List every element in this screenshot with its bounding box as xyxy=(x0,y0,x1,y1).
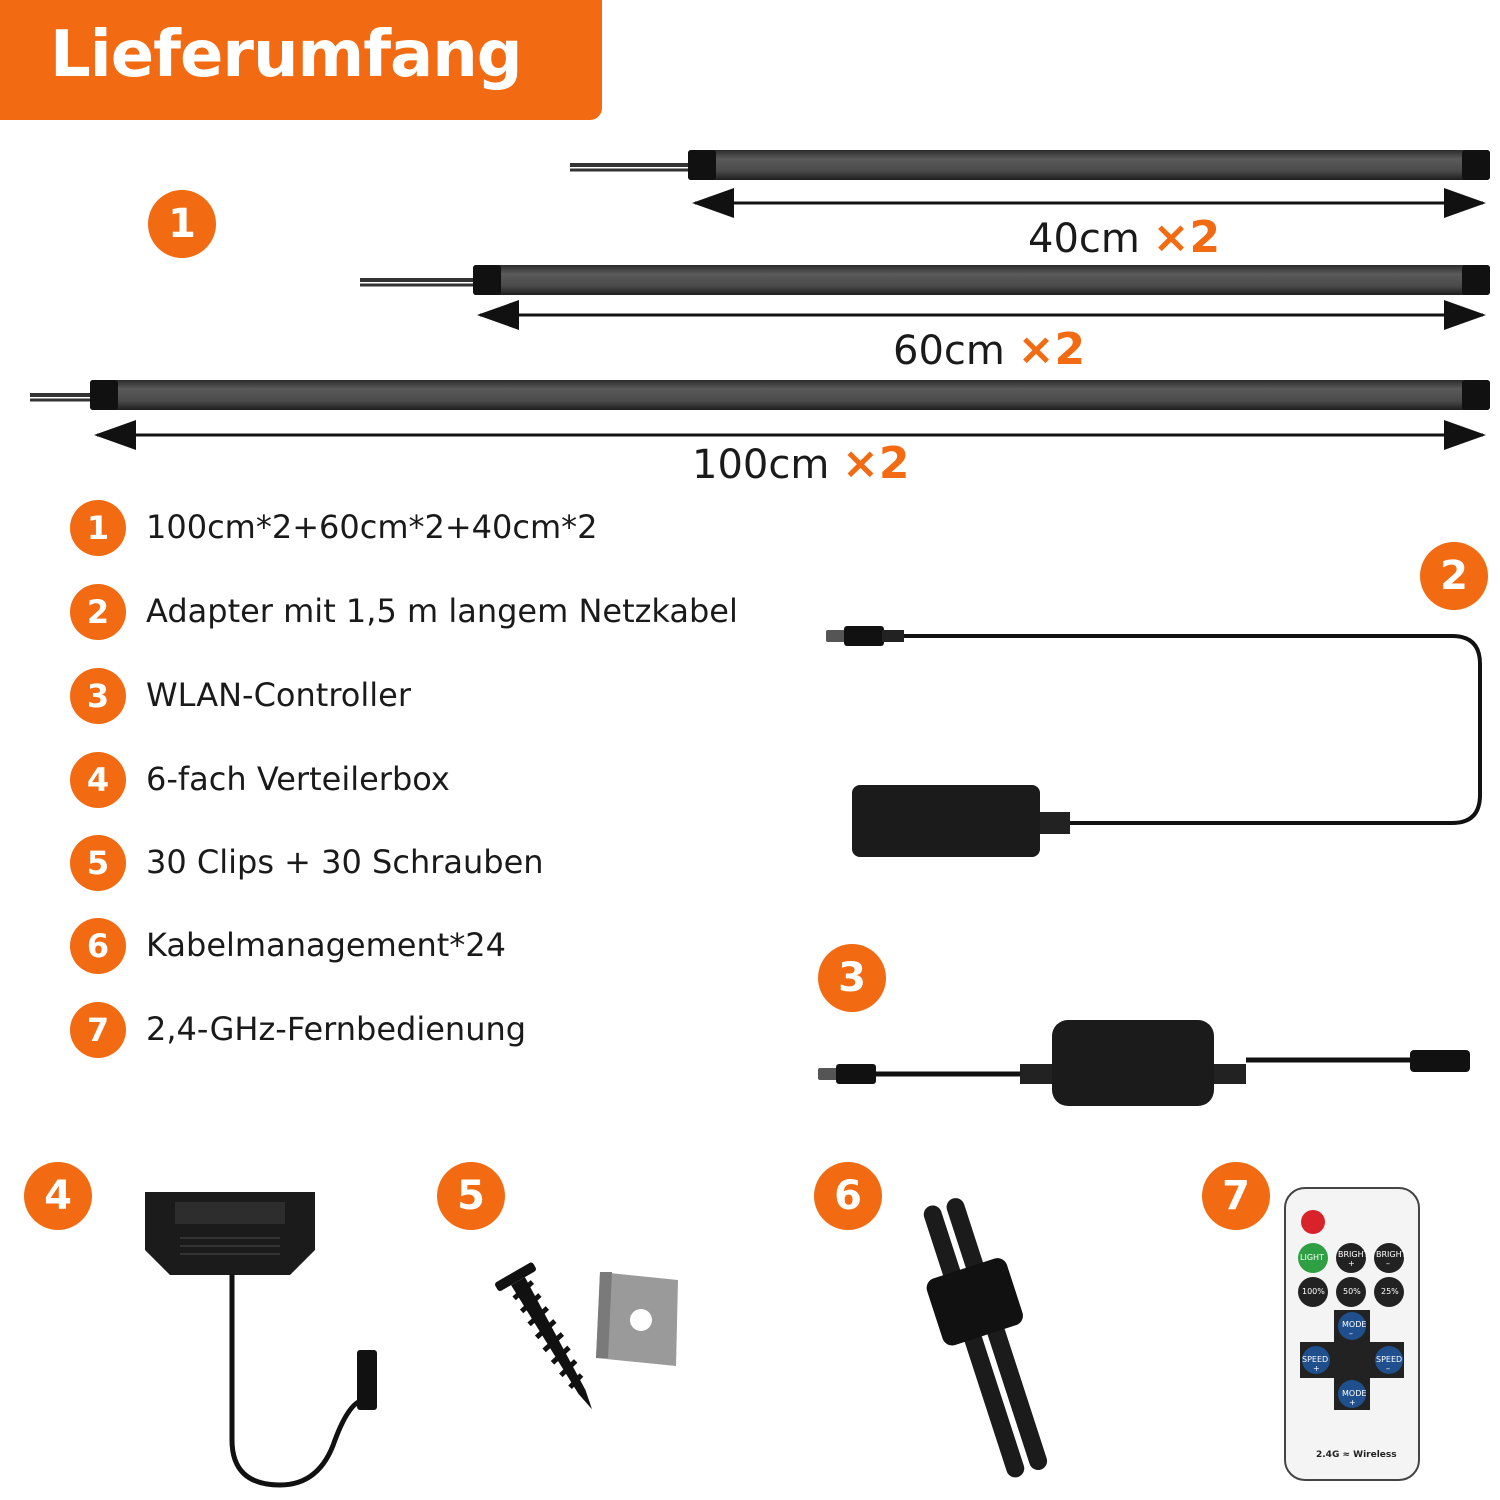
remote-button-mode-up: MODE xyxy=(1342,1320,1367,1329)
remote-button-bright-down: BRIGHT xyxy=(1376,1250,1407,1259)
list-item: 2 Adapter mit 1,5 m langem Netzkabel xyxy=(70,584,830,640)
list-item-number: 7 xyxy=(70,1002,126,1058)
dimension-multiplier: ×2 xyxy=(842,438,910,489)
header-banner: Lieferumfang xyxy=(0,0,602,120)
wlan-controller-illustration xyxy=(818,1020,1470,1106)
list-item: 6 Kabelmanagement*24 xyxy=(70,918,830,974)
dimension-multiplier: ×2 xyxy=(1017,324,1086,375)
list-item-number: 4 xyxy=(70,752,126,808)
remote-button-100: 100% xyxy=(1302,1287,1325,1296)
dimension-40cm: 40cm ×2 xyxy=(1028,212,1220,263)
list-item-number: 2 xyxy=(70,584,126,640)
list-item: 5 30 Clips + 30 Schrauben xyxy=(70,835,830,891)
remote-button-bright-up-sign: + xyxy=(1348,1259,1355,1268)
dimension-multiplier: ×2 xyxy=(1152,212,1221,263)
list-item-label: 30 Clips + 30 Schrauben xyxy=(146,843,544,881)
dimension-length: 100cm xyxy=(692,442,830,488)
remote-button-speed-left-sign: + xyxy=(1313,1364,1320,1373)
list-item-number: 6 xyxy=(70,918,126,974)
list-item-label: Kabelmanagement*24 xyxy=(146,926,506,964)
remote-button-bright-up: BRIGHT xyxy=(1338,1250,1369,1259)
screw-clip-illustration xyxy=(495,1262,678,1410)
list-item-label: Adapter mit 1,5 m langem Netzkabel xyxy=(146,592,738,630)
remote-footer-band: 2.4G xyxy=(1316,1450,1340,1460)
list-item-label: 6-fach Verteilerbox xyxy=(146,760,450,798)
remote-button-speed-left: SPEED xyxy=(1302,1355,1329,1364)
badge-bars: 1 xyxy=(148,190,216,258)
dimension-length: 60cm xyxy=(893,328,1005,374)
badge-wlan-controller: 3 xyxy=(818,944,886,1012)
remote-button-mode-up-sign: – xyxy=(1349,1329,1353,1338)
badge-adapter: 2 xyxy=(1420,542,1488,610)
dimension-length: 40cm xyxy=(1028,216,1140,262)
list-item: 7 2,4-GHz-Fernbedienung xyxy=(70,1002,830,1058)
list-item-label: 100cm*2+60cm*2+40cm*2 xyxy=(146,508,598,546)
list-item: 3 WLAN-Controller xyxy=(70,668,830,724)
remote-button-50: 50% xyxy=(1343,1287,1361,1296)
list-item: 4 6-fach Verteilerbox xyxy=(70,752,830,808)
remote-button-mode-down-sign: + xyxy=(1349,1398,1356,1407)
badge-remote: 7 xyxy=(1202,1162,1270,1230)
list-item: 1 100cm*2+60cm*2+40cm*2 xyxy=(70,500,830,556)
remote-button-25: 25% xyxy=(1381,1287,1399,1296)
list-item-label: WLAN-Controller xyxy=(146,676,411,714)
light-bar-100cm xyxy=(30,380,1490,450)
badge-cable-management: 6 xyxy=(814,1162,882,1230)
remote-button-bright-down-sign: – xyxy=(1386,1259,1390,1268)
wireless-icon: ≈ xyxy=(1342,1450,1351,1460)
remote-button-light: LIGHT xyxy=(1300,1253,1324,1262)
remote-footer: 2.4G ≈ Wireless xyxy=(1316,1450,1397,1460)
light-bar-40cm xyxy=(570,150,1490,218)
remote-button-speed-right: SPEED xyxy=(1376,1355,1403,1364)
distribution-box-illustration xyxy=(145,1192,377,1488)
list-item-number: 3 xyxy=(70,668,126,724)
list-item-number: 5 xyxy=(70,835,126,891)
list-item-label: 2,4-GHz-Fernbedienung xyxy=(146,1010,527,1048)
remote-button-mode-down: MODE xyxy=(1342,1389,1367,1398)
remote-button-speed-right-sign: – xyxy=(1386,1364,1390,1373)
list-item-number: 1 xyxy=(70,500,126,556)
remote-footer-wireless: Wireless xyxy=(1353,1450,1397,1460)
remote-control-illustration xyxy=(1284,1187,1420,1481)
badge-distribution-box: 4 xyxy=(24,1162,92,1230)
badge-clips-screws: 5 xyxy=(437,1162,505,1230)
page-title: Lieferumfang xyxy=(50,18,523,92)
dimension-60cm: 60cm ×2 xyxy=(893,324,1085,375)
dimension-100cm: 100cm ×2 xyxy=(692,438,910,489)
cable-clip-illustration xyxy=(923,1198,1048,1478)
light-bar-60cm xyxy=(360,265,1490,330)
adapter-illustration xyxy=(826,626,1482,857)
